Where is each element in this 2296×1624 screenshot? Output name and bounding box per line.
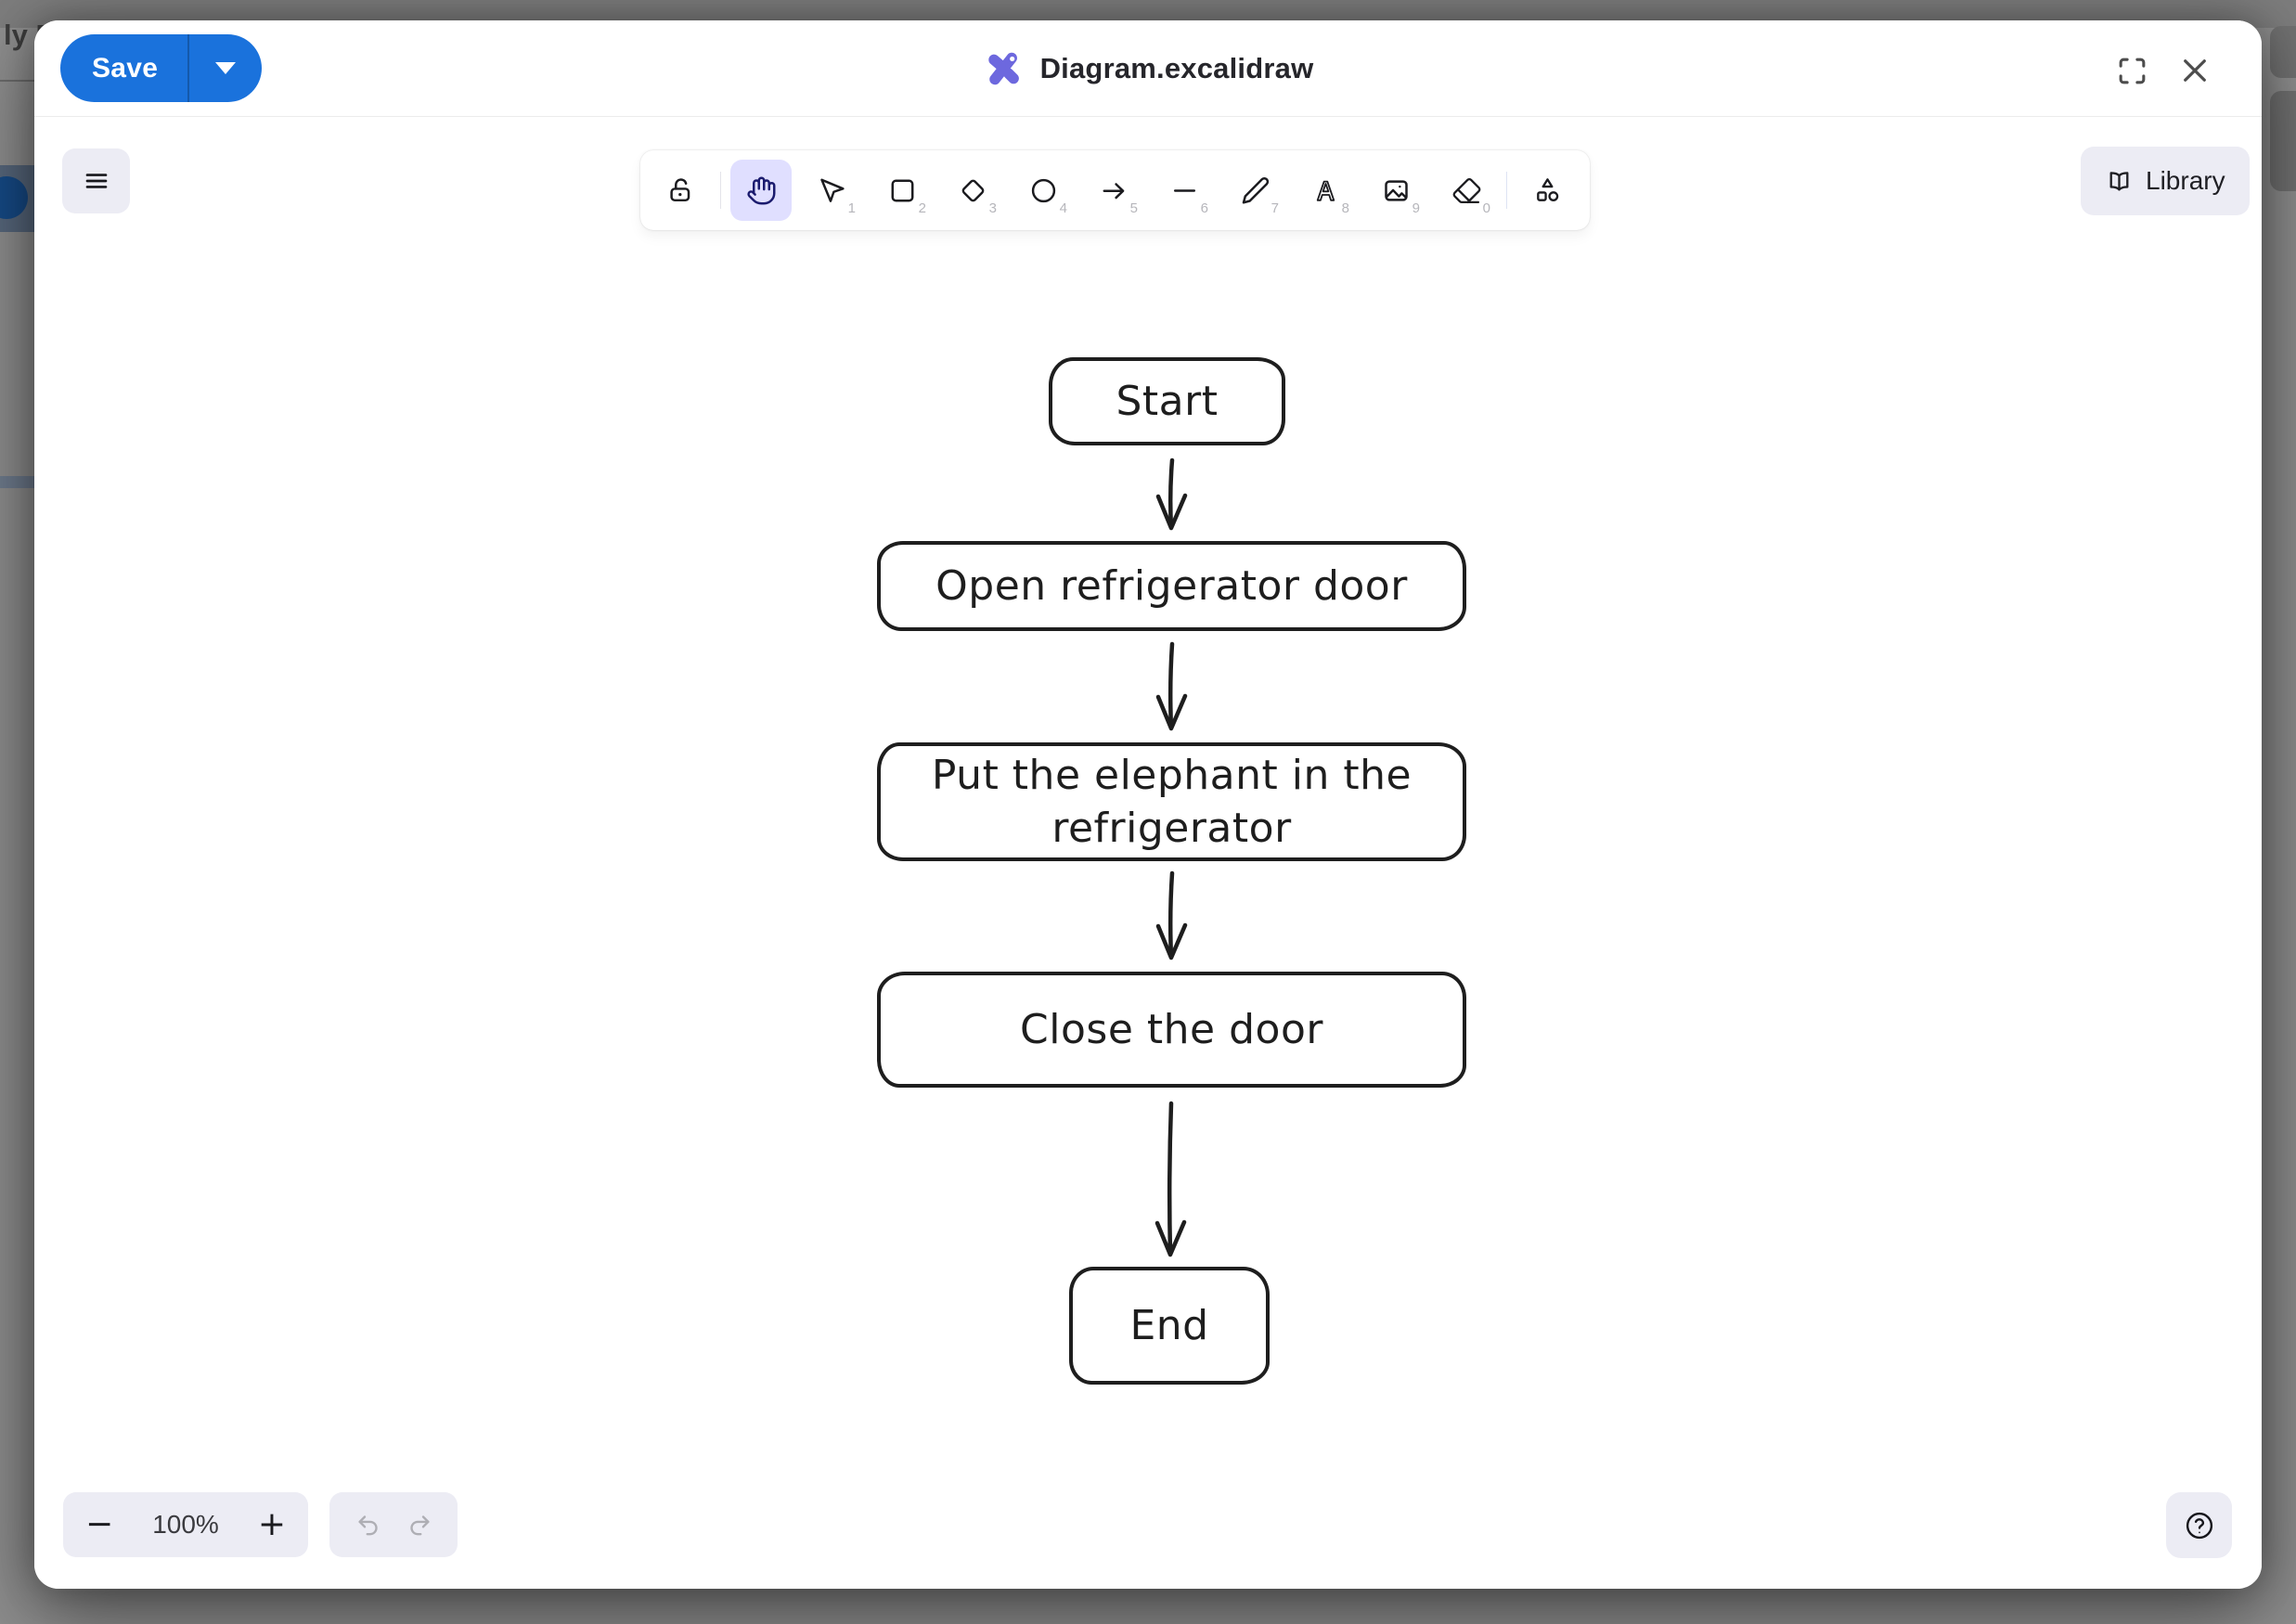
rectangle-icon — [891, 179, 913, 201]
history-controls — [329, 1492, 458, 1557]
tool-selection-button[interactable]: 1 — [801, 160, 862, 221]
background-card — [2270, 26, 2296, 78]
shortcut-label: 6 — [1200, 200, 1208, 216]
save-button-label: Save — [92, 52, 159, 84]
flow-node-put-elephant[interactable]: Put the elephant in the refrigerator — [877, 742, 1466, 861]
background-divider — [0, 80, 37, 82]
save-split-button: Save — [60, 34, 263, 102]
shortcut-label: 1 — [847, 200, 856, 216]
flow-node-end[interactable]: End — [1069, 1267, 1270, 1385]
tool-diamond-button[interactable]: 3 — [942, 160, 1003, 221]
save-options-button[interactable] — [189, 34, 262, 102]
close-icon — [2184, 59, 2206, 82]
text-icon — [1316, 180, 1335, 201]
flow-arrow-start-open[interactable] — [1155, 458, 1188, 531]
library-button[interactable]: Library — [2081, 147, 2250, 215]
excalidraw-logo-icon — [988, 52, 1019, 85]
canvas[interactable]: Start Open refrigerator door Put the ele… — [34, 118, 2262, 1589]
excalidraw-editor-modal: Save Diagram.excalidraw — [34, 20, 2262, 1589]
tool-lock-button[interactable] — [650, 160, 711, 221]
flow-arrow-put-close[interactable] — [1155, 870, 1188, 960]
redo-button[interactable] — [406, 1511, 433, 1539]
tool-island: 1 2 3 4 5 — [640, 150, 1590, 230]
image-icon — [1384, 179, 1408, 201]
shortcut-label: 2 — [918, 200, 926, 216]
shortcut-label: 4 — [1059, 200, 1067, 216]
tool-arrow-button[interactable]: 5 — [1083, 160, 1144, 221]
save-button-divider — [187, 34, 190, 102]
tool-ellipse-button[interactable]: 4 — [1013, 160, 1074, 221]
shortcut-label: 3 — [988, 200, 997, 216]
eraser-icon — [1452, 177, 1480, 203]
close-button[interactable] — [2176, 52, 2213, 89]
flow-arrow-close-end[interactable] — [1154, 1101, 1187, 1257]
shortcut-label: 5 — [1129, 200, 1138, 216]
unlock-icon — [669, 177, 690, 201]
hamburger-menu-icon — [85, 174, 107, 188]
book-icon — [2109, 171, 2129, 190]
tool-rectangle-button[interactable]: 2 — [871, 160, 933, 221]
tool-image-button[interactable]: 9 — [1365, 160, 1426, 221]
fullscreen-icon — [2119, 58, 2145, 84]
tool-hand-button[interactable] — [730, 160, 792, 221]
zoom-out-button[interactable]: − — [85, 1505, 114, 1543]
document-title-area: Diagram.excalidraw — [983, 20, 1314, 117]
help-button[interactable] — [2166, 1492, 2232, 1558]
arrow-icon — [1103, 182, 1124, 199]
help-icon — [2186, 1512, 2212, 1539]
hand-icon — [746, 176, 775, 204]
shortcut-label: 8 — [1341, 200, 1349, 216]
tool-draw-button[interactable]: 7 — [1224, 160, 1285, 221]
flow-node-close-door[interactable]: Close the door — [877, 972, 1466, 1088]
flow-node-start[interactable]: Start — [1049, 357, 1285, 445]
tool-more-shapes-button[interactable] — [1516, 160, 1578, 221]
zoom-in-button[interactable]: + — [257, 1505, 286, 1543]
ellipse-icon — [1031, 178, 1055, 202]
flow-arrow-open-put[interactable] — [1155, 641, 1188, 731]
main-menu-button[interactable] — [62, 148, 130, 213]
save-button[interactable]: Save — [60, 34, 187, 102]
tool-line-button[interactable]: 6 — [1154, 160, 1215, 221]
modal-header: Save Diagram.excalidraw — [34, 20, 2262, 117]
toolbar-divider — [720, 172, 721, 209]
tool-eraser-button[interactable]: 0 — [1436, 160, 1497, 221]
pencil-icon — [1242, 176, 1269, 204]
diamond-icon — [961, 179, 984, 201]
undo-icon — [357, 1515, 378, 1536]
line-icon — [1173, 188, 1195, 192]
zoom-level[interactable]: 100% — [152, 1510, 219, 1539]
shortcut-label: 9 — [1412, 200, 1420, 216]
toolbar-divider — [1506, 172, 1507, 209]
tool-text-button[interactable]: 8 — [1295, 160, 1356, 221]
fullscreen-button[interactable] — [2113, 52, 2150, 89]
undo-button[interactable] — [355, 1511, 382, 1539]
background-row-line — [0, 476, 37, 488]
selection-cursor-icon — [819, 178, 845, 202]
shortcut-label: 7 — [1271, 200, 1279, 216]
document-title: Diagram.excalidraw — [1039, 52, 1314, 84]
shapes-icon — [1536, 177, 1558, 201]
shortcut-label: 0 — [1482, 200, 1490, 216]
library-button-label: Library — [2146, 166, 2225, 195]
background-card — [2270, 91, 2296, 191]
chevron-down-icon — [215, 62, 237, 74]
redo-icon — [409, 1515, 430, 1536]
flow-node-open-door[interactable]: Open refrigerator door — [877, 541, 1466, 631]
zoom-controls: − 100% + — [63, 1492, 308, 1557]
